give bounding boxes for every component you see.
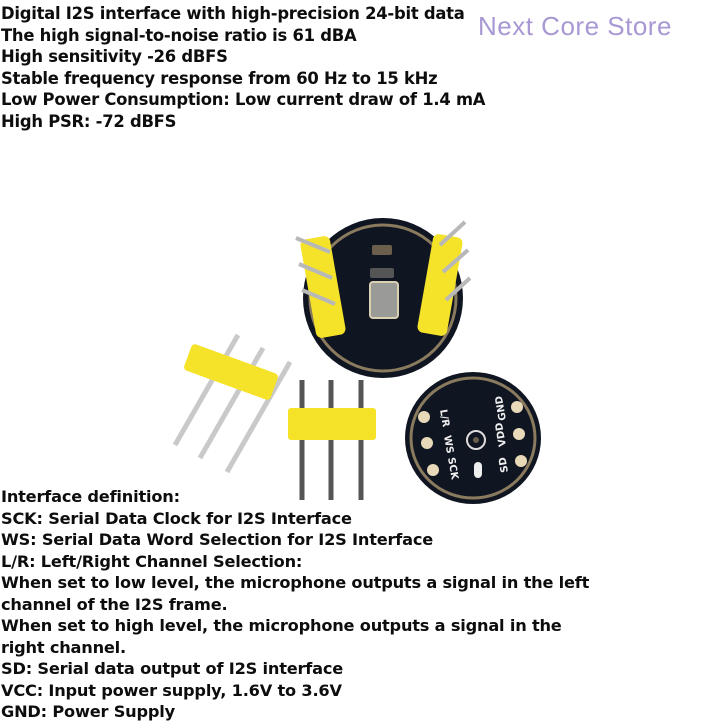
pin-label-lr: L/R — [437, 409, 451, 429]
pin-header-left — [295, 236, 346, 338]
pin-label-ws: WS — [441, 435, 455, 455]
feature-item: Digital I2S interface with high-precisio… — [1, 4, 465, 23]
feature-item: Stable frequency response from 60 Hz to … — [1, 68, 438, 88]
interface-definition-list: Interface definition: SCK: Serial Data C… — [1, 486, 589, 723]
feature-item: High PSR: -72 dBFS — [1, 111, 177, 131]
definition-item: WS: Serial Data Word Selection for I2S I… — [1, 530, 434, 549]
definition-heading: Interface definition: — [1, 487, 180, 506]
pin-label-sd: SD — [497, 456, 511, 473]
mic-board-back: L/R WS SCK GND VDD SD — [405, 372, 541, 504]
product-photo: L/R WS SCK GND VDD SD — [172, 218, 541, 504]
feature-item: Low Power Consumption: Low current draw … — [1, 90, 486, 109]
feature-list: Digital I2S interface with high-precisio… — [1, 3, 485, 132]
pin-label-gnd: GND — [494, 395, 509, 421]
definition-item: SCK: Serial Data Clock for I2S Interface — [1, 508, 352, 528]
pin-label-vdd: VDD — [494, 422, 509, 448]
definition-item: L/R: Left/Right Channel Selection: — [1, 551, 303, 571]
definition-item: When set to low level, the microphone ou… — [1, 573, 590, 592]
loose-header-angled — [172, 333, 293, 474]
feature-item: The high signal-to-noise ratio is 61 dBA — [1, 25, 357, 45]
mic-board-front — [295, 218, 472, 378]
loose-header-vertical — [288, 380, 376, 500]
feature-item: High sensitivity -26 dBFS — [1, 47, 228, 66]
store-watermark: Next Core Store — [478, 11, 672, 41]
definition-item: VCC: Input power supply, 1.6V to 3.6V — [1, 680, 342, 700]
definition-item: right channel. — [1, 637, 126, 657]
definition-item: channel of the I2S frame. — [1, 594, 228, 614]
definition-item: SD: Serial data output of I2S interface — [1, 659, 344, 678]
pin-label-sck: SCK — [445, 457, 460, 482]
definition-item: GND: Power Supply — [1, 702, 175, 721]
pin-header-right — [417, 220, 472, 336]
definition-item: When set to high level, the microphone o… — [1, 616, 562, 635]
